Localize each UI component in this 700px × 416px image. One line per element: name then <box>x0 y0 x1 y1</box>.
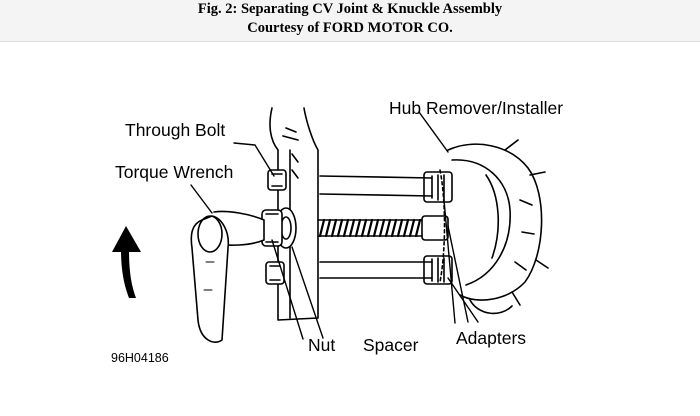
forcing-screw <box>317 218 423 238</box>
remover-bar <box>269 107 319 321</box>
leader-adapter-lower <box>447 277 479 323</box>
leader-through-bolt <box>233 142 275 177</box>
nut-spacer-stack <box>261 207 297 249</box>
leader-hub-remover <box>418 111 449 153</box>
label-nut: Nut <box>308 335 335 355</box>
figure-title: Fig. 2: Separating CV Joint & Knuckle As… <box>197 1 503 17</box>
knuckle-hub-assembly <box>439 139 549 315</box>
label-torque-wrench: Torque Wrench <box>115 162 233 182</box>
adapter-rods <box>319 171 453 285</box>
leader-torque-wrench <box>190 184 213 214</box>
figure-courtesy: Courtesy of FORD MOTOR CO. <box>247 20 453 36</box>
figure-code: 96H04186 <box>111 351 169 365</box>
figure-header: Fig. 2: Separating CV Joint & Knuckle As… <box>0 0 700 42</box>
adapter-lower <box>423 255 453 285</box>
label-spacer: Spacer <box>363 335 419 355</box>
leader-spacer <box>291 246 324 339</box>
leader-nut <box>271 239 304 340</box>
leader-adapter-upper <box>443 199 456 324</box>
label-adapters: Adapters <box>456 328 526 348</box>
label-through-bolt: Through Bolt <box>125 120 225 140</box>
rotation-arrow-icon <box>112 226 141 298</box>
leader-lines <box>190 111 479 340</box>
leader-adapter-center <box>447 225 469 323</box>
torque-wrench <box>190 210 265 344</box>
through-bolt-heads <box>265 169 287 285</box>
label-hub-remover: Hub Remover/Installer <box>389 98 563 118</box>
adapter-upper <box>423 171 453 203</box>
